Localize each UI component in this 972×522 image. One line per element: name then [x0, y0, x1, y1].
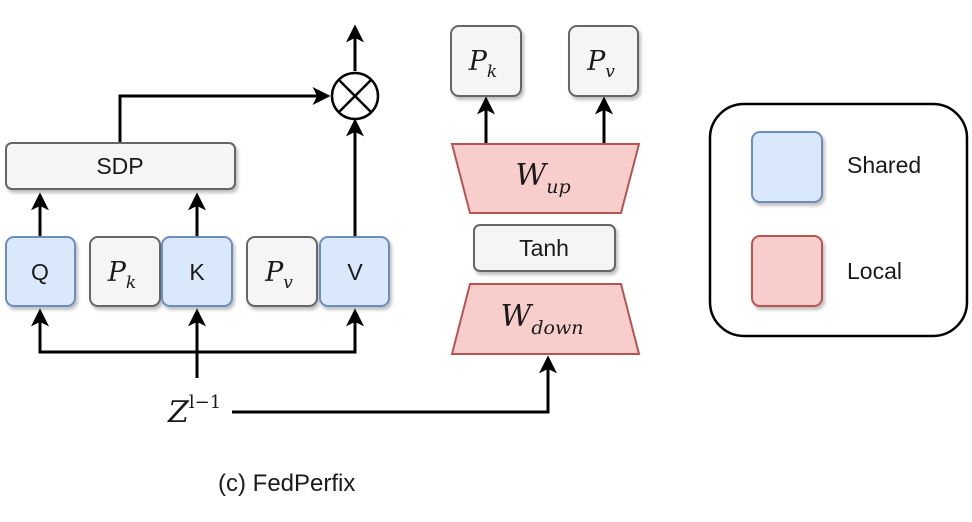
z-to-v-arrow — [197, 308, 364, 354]
legend-local-label: Local — [847, 258, 902, 284]
q-box: Q — [5, 236, 76, 307]
v-box: V — [319, 236, 390, 307]
pv-prefix-label: Pv — [264, 257, 293, 293]
w-down-label: Wdown — [501, 299, 584, 339]
k-label: K — [189, 259, 205, 285]
sdp-label: SDP — [96, 153, 143, 179]
tanh-box: Tanh — [473, 224, 616, 272]
q-label: Q — [31, 259, 49, 285]
w-down-block: Wdown — [450, 283, 641, 355]
legend: Shared Local — [708, 102, 969, 338]
input-z: Zl−1 — [167, 392, 221, 430]
pk-prefix-label: Pk — [107, 257, 136, 293]
adapter-block: Pk Pv Wup Tanh Wdown — [450, 25, 641, 355]
w-up-block: Wup — [450, 143, 641, 214]
z-to-q-arrow — [31, 308, 197, 354]
legend-local-swatch — [751, 235, 823, 307]
z-to-wdown-arrow — [232, 355, 557, 414]
legend-shared-swatch — [751, 131, 823, 203]
connectors — [31, 24, 613, 414]
attention-block: SDP Q Pk K Pv V — [5, 71, 390, 307]
pk-output-box: Pk — [450, 25, 522, 97]
pk-output-label: Pk — [468, 46, 497, 82]
legend-shared-label: Shared — [847, 152, 921, 178]
pv-output-label: Pv — [586, 46, 615, 82]
w-up-label: Wup — [515, 158, 570, 198]
pv-prefix-box: Pv — [246, 236, 318, 307]
pv-output-box: Pv — [568, 25, 639, 97]
sdp-box: SDP — [5, 142, 236, 190]
pk-prefix-box: Pk — [89, 236, 161, 307]
multiply-icon — [330, 71, 380, 121]
input-z-label: Zl−1 — [167, 392, 221, 430]
v-label: V — [347, 259, 363, 285]
figure-caption: (c) FedPerfix — [218, 470, 355, 497]
sdp-to-multiply-arrow — [118, 87, 331, 143]
legend-frame — [708, 102, 969, 338]
tanh-label: Tanh — [519, 235, 569, 261]
k-box: K — [161, 236, 233, 307]
